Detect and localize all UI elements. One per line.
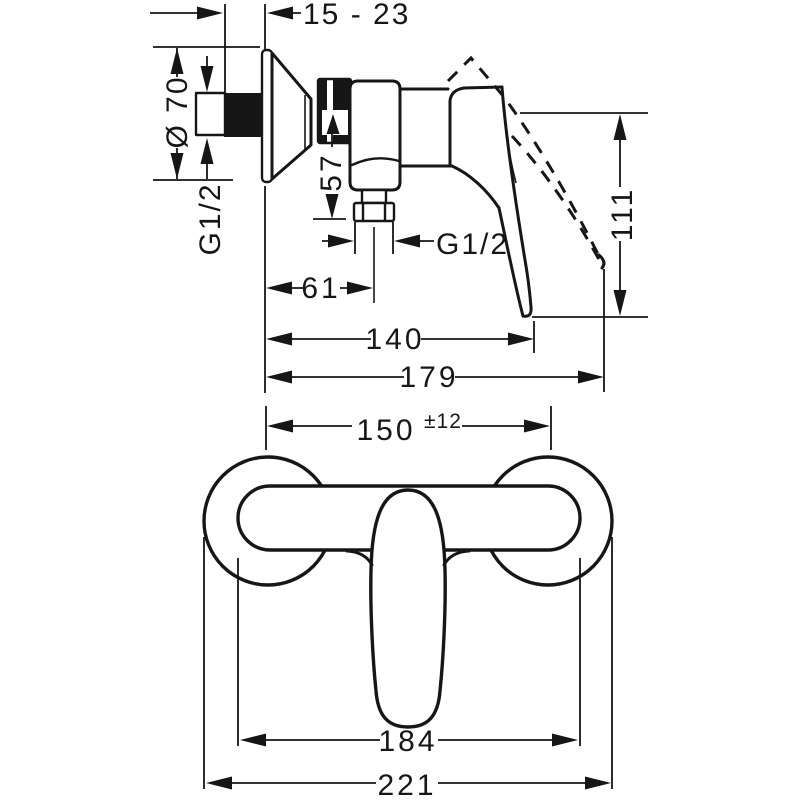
body-seam — [350, 157, 401, 167]
lever-fillet-right — [442, 549, 471, 567]
escutcheon-cone — [270, 51, 313, 181]
outlet-hex-facets — [361, 201, 387, 223]
inlet-pipe-stub — [194, 91, 227, 137]
dim-hole-distance: 150 ±12 — [265, 406, 552, 450]
dim-label: 15 - 23 — [303, 0, 410, 31]
side-view: 15 - 23 Ø 70 G1/2 57 G1/2 — [150, 0, 648, 394]
dim-lever-drop-height: 111 — [520, 112, 648, 318]
dim-outlet-thread: G1/2 — [322, 222, 509, 261]
lever-raised-dashed — [446, 55, 606, 270]
dim-label: G1/2 — [194, 182, 227, 255]
lever-fillet-left — [345, 549, 374, 567]
dim-label: 57 — [315, 152, 348, 191]
handle-neck-curve — [450, 164, 501, 210]
dim-label: Ø 70 — [161, 75, 194, 148]
exposed-pipe-thread — [224, 93, 263, 137]
dim-label: 221 — [377, 769, 436, 800]
front-view: 150 ±12 184 221 — [202, 406, 614, 800]
dim-tolerance-label: ±12 — [424, 410, 462, 433]
dim-escutcheon-diameter: Ø 70 — [153, 46, 260, 181]
dim-total-depth: 179 — [266, 269, 605, 394]
handle-cap-top — [448, 85, 504, 103]
dim-body-width: 184 — [237, 558, 581, 758]
dim-outlet-height: 57 — [313, 114, 348, 220]
dim-label: 140 — [365, 323, 424, 356]
dim-label: G1/2 — [436, 228, 509, 261]
dim-label: 184 — [378, 725, 437, 758]
dim-label: 179 — [399, 361, 458, 394]
dim-label: 111 — [606, 187, 639, 242]
dim-label: 150 — [356, 414, 415, 447]
mixer-body — [348, 79, 402, 192]
lever-front — [369, 488, 447, 729]
lever-down — [497, 85, 533, 318]
outlet-neck — [360, 188, 388, 205]
dim-outlet-center-offset: 61 — [266, 272, 373, 305]
dim-wall-distance: 15 - 23 — [150, 0, 410, 92]
dim-label: 61 — [301, 272, 340, 305]
dim-inlet-thread: G1/2 — [194, 56, 227, 256]
outlet-hex-nut — [352, 201, 396, 223]
dim-depth-to-lever: 140 — [266, 321, 535, 356]
dim-overall-width: 221 — [203, 537, 613, 800]
